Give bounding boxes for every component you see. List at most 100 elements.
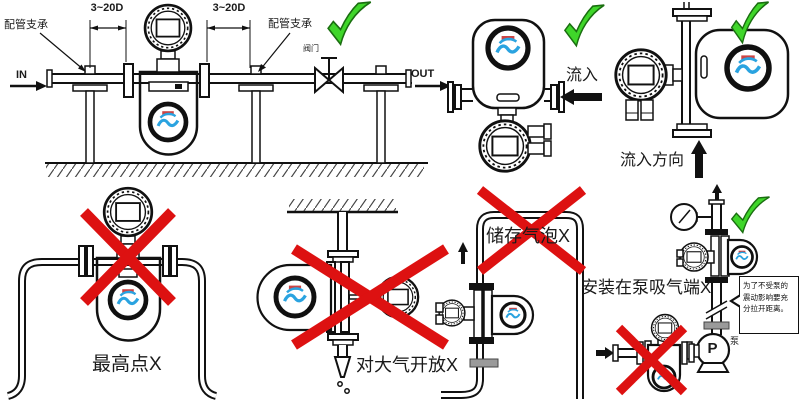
vibration-note-text: 为了不受泵的震动影响要充分拉开距离。: [743, 281, 788, 314]
in-arrow-icon: [10, 81, 47, 91]
cross-icon: [291, 244, 449, 350]
scene-open-discharge: [256, 199, 449, 394]
ground-hatch: [46, 164, 424, 177]
meter-logo-icon: [150, 104, 186, 140]
transmitter-head-icon: [614, 48, 668, 102]
flange: [199, 63, 210, 98]
caption-highest-point: 最高点X: [92, 354, 162, 375]
flange: [550, 84, 558, 110]
transmitter-head-icon: [143, 3, 193, 53]
flow-meter: [138, 70, 199, 156]
caption-open-discharge: 对大气开放X: [356, 355, 459, 375]
transmitter-head-icon: [679, 242, 709, 272]
flow-direction-arrow-icon: [691, 140, 707, 178]
meter-logo-icon: [727, 47, 769, 89]
transmitter-head-icon: [102, 186, 154, 238]
meter-logo-icon: [499, 301, 527, 329]
pump-icon: [686, 332, 731, 373]
flow-meter: [726, 238, 759, 276]
meter-logo-icon: [730, 245, 754, 269]
flange: [454, 84, 462, 110]
scene-support-spacing: [10, 1, 451, 177]
right-arrow-icon: [596, 347, 614, 359]
pipe-support: [363, 65, 399, 164]
scene-vertical-install: [614, 1, 790, 178]
cross-icon: [615, 324, 688, 396]
flange: [327, 333, 359, 341]
leader-line: [258, 32, 291, 72]
discharge-nozzle: [333, 356, 352, 378]
pipe-support: [238, 65, 274, 164]
transmitter: [435, 299, 475, 327]
flange: [469, 358, 499, 368]
flange: [703, 321, 730, 330]
caption-pump-suction: 安装在泵吸气端X: [581, 278, 712, 297]
drop: [344, 388, 350, 394]
meter-logo-icon: [110, 282, 146, 318]
flange: [473, 289, 483, 341]
check-icon: [564, 4, 606, 47]
pump-label: 泵: [730, 336, 740, 346]
flow-meter: [256, 263, 333, 332]
flange: [447, 81, 454, 113]
flange: [469, 337, 494, 344]
flow-meter: [471, 18, 546, 110]
pipe: [6, 258, 218, 400]
up-arrow-icon: [458, 242, 468, 264]
pipe-support-label: 配管支承: [4, 19, 48, 31]
flange: [705, 229, 728, 235]
drop: [337, 381, 343, 387]
pipe-end-cap: [46, 69, 53, 88]
flow-direction-label: 流入方向: [620, 152, 685, 169]
dimension-1: [89, 20, 127, 68]
flow-meter: [490, 294, 535, 336]
scene-air-pocket: [435, 186, 587, 399]
check-icon: [730, 1, 770, 44]
flange: [681, 341, 688, 365]
inflow-arrow-icon: [560, 89, 602, 105]
cross-icon: [476, 186, 587, 275]
flange: [340, 261, 350, 333]
dimension-label: 3~20D: [212, 2, 246, 14]
caption-air-pocket: 储存气泡X: [486, 226, 571, 246]
transmitter: [478, 107, 552, 173]
transmitter: [676, 242, 715, 272]
note-pointer: [733, 296, 741, 306]
pipe-end-cap: [612, 344, 619, 362]
flange: [483, 289, 493, 341]
transmitter: [614, 48, 683, 121]
flange: [123, 63, 134, 98]
check-icon: [731, 196, 771, 234]
flange: [688, 343, 695, 363]
out-label: OUT: [411, 68, 435, 80]
flange: [469, 283, 494, 290]
flange: [332, 339, 354, 346]
flange: [672, 129, 712, 138]
transmitter-head-icon: [478, 119, 532, 173]
inflow-label: 流入: [566, 67, 599, 84]
ceiling-hatch: [289, 199, 396, 211]
pump-letter: P: [707, 340, 718, 357]
pressure-gauge-icon: [670, 203, 712, 231]
flange: [78, 245, 178, 277]
dimension-label: 3~20D: [90, 2, 124, 14]
leader-line: [39, 32, 86, 72]
meter-logo-icon: [276, 278, 314, 316]
in-label: IN: [16, 69, 27, 81]
pipe-break: [706, 301, 727, 319]
pipe-support: [72, 65, 108, 164]
flange: [676, 15, 708, 22]
scene-highest-point: [6, 186, 218, 400]
pipe-support-label: 配管支承: [268, 18, 312, 30]
valve-label: 阀门: [303, 44, 319, 53]
flow-meter: [95, 256, 162, 342]
vibration-note: 为了不受泵的震动影响要充分拉开距离。: [739, 276, 799, 334]
flange: [672, 8, 712, 17]
check-icon: [327, 1, 372, 46]
valve-icon: [314, 57, 344, 95]
meter-logo-icon: [488, 28, 528, 68]
transmitter: [143, 3, 193, 73]
flange: [705, 277, 728, 283]
